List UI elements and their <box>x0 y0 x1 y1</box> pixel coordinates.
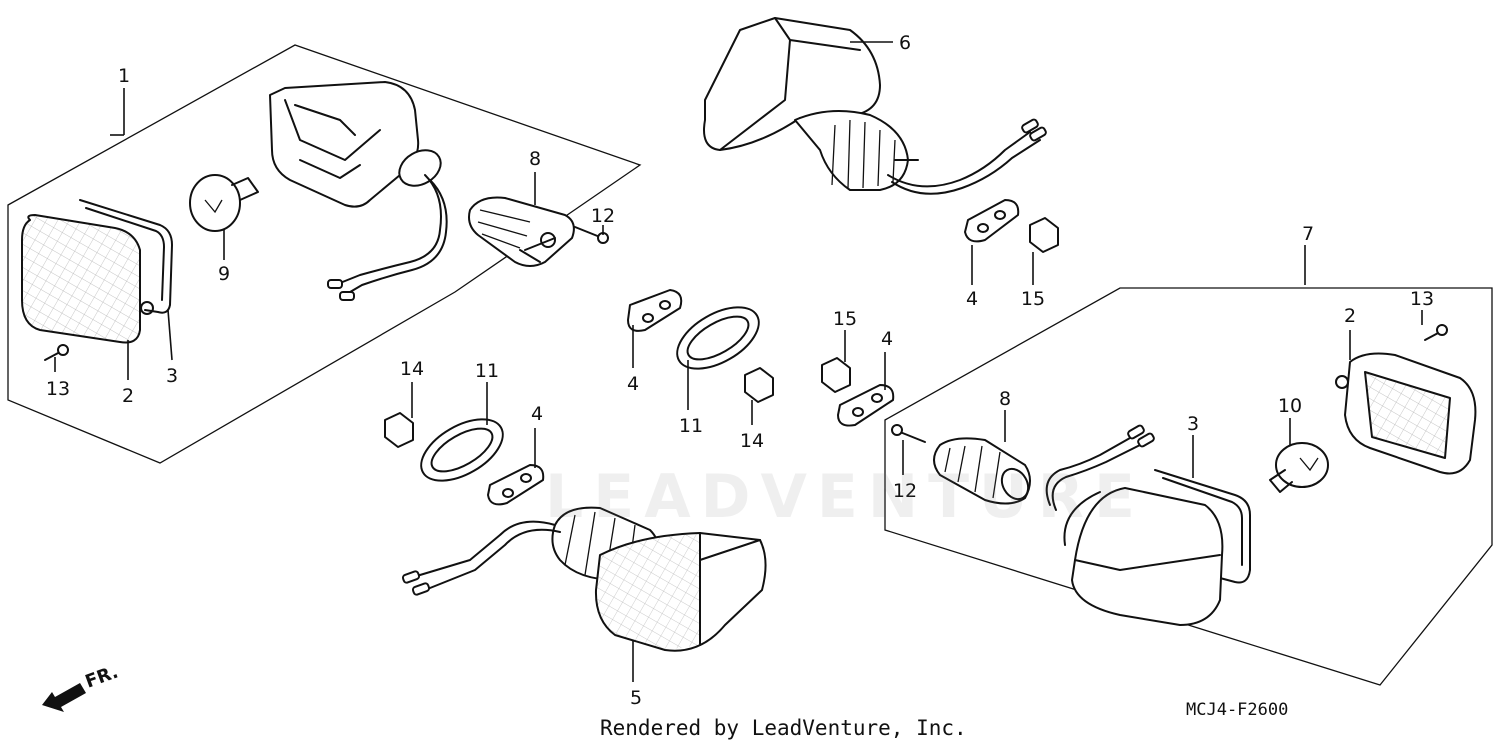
credit-line: Rendered by LeadVenture, Inc. <box>600 716 967 740</box>
callout-3-left: 3 <box>166 365 178 387</box>
nut-14-lower <box>384 412 414 448</box>
rubber-boot-right <box>933 437 1031 505</box>
callout-12-right: 12 <box>893 480 917 502</box>
screw-13-left <box>44 344 69 361</box>
turn-signal-6 <box>703 17 1047 195</box>
rubber-boot-left <box>468 196 575 267</box>
bulb-9 <box>189 174 259 232</box>
nut-15-mid <box>821 357 851 393</box>
callout-1: 1 <box>118 65 130 87</box>
leader-lines <box>54 41 1423 682</box>
callout-10: 10 <box>1278 395 1302 417</box>
callout-4-mid-left: 4 <box>627 373 639 395</box>
callout-8-right: 8 <box>999 388 1011 410</box>
callout-5: 5 <box>630 687 642 709</box>
callout-15-mid: 15 <box>833 308 857 330</box>
callouts: 1 2 3 13 9 8 12 6 4 15 4 11 14 15 4 14 1… <box>46 32 1434 709</box>
callout-4-top: 4 <box>966 288 978 310</box>
callout-3-right: 3 <box>1187 413 1199 435</box>
watermark: LEADVENTURE <box>545 462 1145 532</box>
callout-4-lower: 4 <box>531 403 543 425</box>
gasket-left <box>79 199 173 315</box>
housing-left <box>269 81 448 301</box>
callout-2-right: 2 <box>1344 305 1356 327</box>
nut-15-top <box>1029 217 1059 253</box>
callout-12-left: 12 <box>591 205 615 227</box>
callout-14-lower: 14 <box>400 358 424 380</box>
callout-14-mid: 14 <box>740 430 764 452</box>
bulb-10 <box>1269 442 1329 493</box>
callout-11-mid: 11 <box>679 415 703 437</box>
callout-13-right: 13 <box>1410 288 1434 310</box>
assembly-outline-7 <box>884 287 1493 686</box>
front-direction-arrow: FR. <box>42 662 121 712</box>
callout-15-top: 15 <box>1021 288 1045 310</box>
callout-9: 9 <box>218 263 230 285</box>
grommet-11-lower <box>420 418 504 482</box>
washer-4-mid-right <box>837 384 895 427</box>
callout-2-left: 2 <box>122 385 134 407</box>
diagram-code: MCJ4-F2600 <box>1186 700 1289 720</box>
nut-14-mid <box>744 367 774 403</box>
screw-12-right <box>891 424 926 443</box>
callout-13-left: 13 <box>46 378 70 400</box>
turn-signal-5 <box>401 506 767 652</box>
callout-4-mid-right: 4 <box>881 328 893 350</box>
assembly-outline-1 <box>7 44 642 464</box>
washer-4-mid-left <box>627 289 683 332</box>
callout-7: 7 <box>1302 223 1314 245</box>
screw-13-right <box>1424 324 1448 341</box>
callout-8-left: 8 <box>529 148 541 170</box>
washer-4-lower <box>487 464 545 506</box>
callout-6: 6 <box>899 32 911 54</box>
direction-label: FR. <box>83 662 122 693</box>
grommet-11-mid <box>676 306 760 370</box>
gasket-right <box>1154 469 1251 584</box>
lens-left <box>21 214 141 344</box>
callout-11-lower: 11 <box>475 360 499 382</box>
washer-4-top <box>964 199 1020 243</box>
lens-right <box>1335 352 1477 475</box>
housing-right <box>1045 424 1224 626</box>
